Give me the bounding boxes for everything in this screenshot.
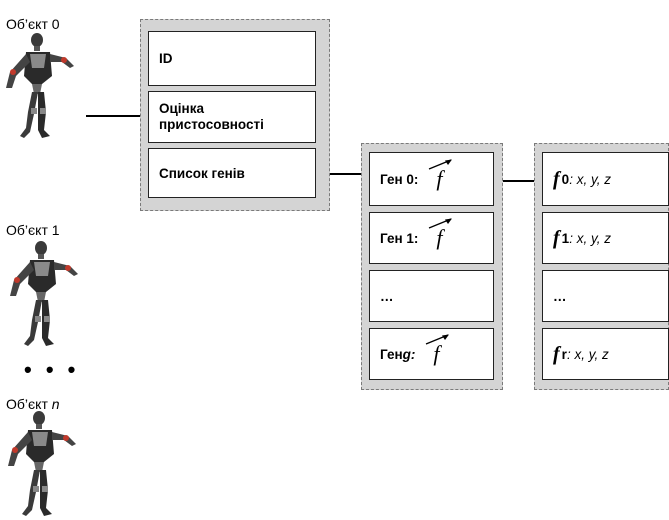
gene-ellipsis-cell: … <box>369 270 494 322</box>
vector-arrow-icon <box>429 218 453 229</box>
gene-g-symbol: f <box>433 341 440 366</box>
gene-0-label: Ген 0: <box>380 171 419 187</box>
id-field: ID <box>148 31 316 86</box>
robot-icon <box>4 32 74 142</box>
connector-line <box>316 173 362 175</box>
gene-g-label: Ген <box>380 346 403 362</box>
id-label: ID <box>159 51 173 66</box>
gene-list-field: Список генів <box>148 148 316 198</box>
function-0-symbol: f <box>553 167 560 190</box>
function-r-args: : x, y, z <box>566 346 609 362</box>
connector-line <box>86 115 141 117</box>
object-n-prefix: Об’єкт <box>6 396 52 412</box>
vector-arrow-icon <box>426 334 450 345</box>
function-r-symbol: f <box>553 342 560 365</box>
connector-line <box>490 180 535 182</box>
function-ellipsis-cell: … <box>542 270 669 322</box>
gene-g-colon: : <box>410 346 416 362</box>
gene-0-cell: Ген 0: f <box>369 152 494 206</box>
vector-arrow-icon <box>429 159 453 170</box>
vector-f-symbol: f <box>429 218 453 251</box>
object-n-label: Об’єкт n <box>6 396 60 412</box>
gene-1-cell: Ген 1: f <box>369 212 494 264</box>
ellipsis-dots: • • • <box>24 357 80 382</box>
function-ellipsis-label: … <box>553 288 567 304</box>
robot-icon <box>6 410 76 520</box>
gene-ellipsis-label: … <box>380 288 394 304</box>
function-r-index: r <box>561 346 567 362</box>
gene-g-index: g <box>402 346 411 362</box>
vector-f-symbol: f <box>429 159 453 192</box>
robot-icon <box>8 240 78 350</box>
gene-g-cell: Ген g: f <box>369 328 494 380</box>
object-n-var: n <box>51 396 60 412</box>
function-1-index: 1 <box>561 230 570 246</box>
object-0-label: Об’єкт 0 <box>6 16 60 32</box>
vector-f-symbol: f <box>426 334 450 367</box>
gene-1-symbol: f <box>436 225 443 250</box>
gene-1-label: Ген 1: <box>380 230 419 246</box>
function-0-args: : x, y, z <box>569 171 611 187</box>
function-0-index: 0 <box>561 171 570 187</box>
object-1-label: Об’єкт 1 <box>6 222 60 238</box>
fitness-label-line1: Оцінка <box>159 101 204 116</box>
fitness-label-line2: пристосовності <box>159 117 264 132</box>
function-1-args: : x, y, z <box>569 230 611 246</box>
gene-list-label: Список генів <box>159 165 245 181</box>
gene-0-symbol: f <box>436 166 443 191</box>
function-1-symbol: f <box>553 226 560 249</box>
